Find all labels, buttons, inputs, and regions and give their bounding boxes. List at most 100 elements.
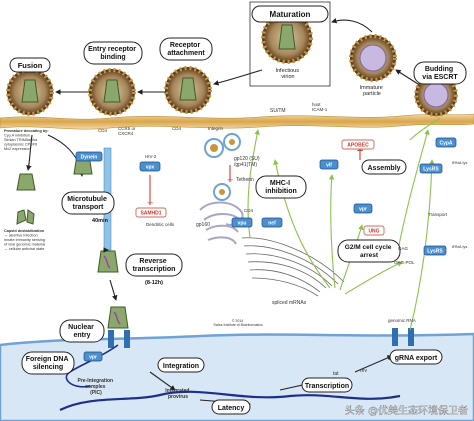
mhc-inhibition-label: MHC-I inhibition (255, 175, 307, 199)
green-arrow-vif (328, 174, 336, 289)
decoating-capsid (16, 173, 36, 191)
broken-capsid (16, 209, 35, 225)
trna-lys-label-top: tRNA lys (452, 160, 467, 165)
integrin-label: Integrin (208, 126, 224, 131)
tetherin-label: Tetherin (236, 177, 254, 183)
svg-text:MHC-I inhibition: MHC-I inhibition (265, 180, 297, 195)
chromatin (59, 390, 401, 411)
svg-text:Fusion: Fusion (18, 61, 43, 70)
latency-label: Latency (211, 399, 251, 415)
virion-immature (349, 34, 397, 82)
svg-text:Assembly: Assembly (367, 165, 400, 172)
hiv2-label: HIV-2 (145, 154, 157, 159)
entry-receptor-label: Entry receptor binding (83, 41, 143, 65)
cd4-label-b: CD4 (172, 126, 181, 131)
vpr-nuclear-badge: vpr (83, 351, 103, 362)
su-tm-label: SU/TM (270, 108, 286, 114)
maturation-label: Maturation (251, 5, 329, 23)
capsid-nuclear-entry (107, 306, 129, 329)
svg-text:Latency: Latency (218, 405, 245, 412)
svg-text:nef: nef (268, 221, 276, 227)
nef-badge: nef (261, 217, 283, 228)
transport-label: Transport (428, 212, 448, 217)
svg-text:vpr: vpr (89, 355, 97, 361)
svg-text:APOBEC: APOBEC (347, 143, 369, 149)
capsid-rt (97, 250, 119, 273)
svg-text:G2/M cell cycle arrest: G2/M cell cycle arrest (345, 244, 393, 259)
vesicle-b (223, 133, 241, 151)
svg-text:Budding via ESCRT: Budding via ESCRT (422, 66, 458, 81)
rev-label: rev (360, 368, 367, 374)
virion-receptor-attachment (164, 66, 212, 114)
svg-text:Foreign DNA silencing: Foreign DNA silencing (26, 356, 70, 371)
reverse-transcription-label: Reverse transcription (125, 253, 183, 277)
svg-text:LysRS: LysRS (423, 167, 439, 173)
arrow-budding-to-immature (395, 69, 419, 85)
ccr5-label: CCR5 or CXCR4 (118, 126, 137, 136)
arrow-to-nuclear-entry (109, 279, 118, 301)
watermark-text: 头条 @优美生态环境保卫者 (345, 404, 468, 417)
maturation-frame (249, 1, 331, 87)
premature-decoating-text: Premature decoating by: Cyp A inhibition… (4, 129, 50, 151)
host-icam-label: host ICAM-1 (312, 102, 328, 112)
green-arrow-assembly (397, 129, 430, 251)
arrow-to-export (354, 355, 393, 373)
arrow-to-decoating (26, 134, 33, 171)
lysrs-badge-b: LysRS (423, 245, 447, 256)
pic-label: Pre-Integration complex (PIC) (78, 378, 115, 396)
svg-text:UNG: UNG (368, 229, 379, 235)
dynein-badge: Dynein (75, 151, 103, 162)
nuclear-entry-label: Nuclear entry (59, 319, 105, 343)
svg-text:CypA: CypA (439, 141, 452, 147)
infectious-virion-label: Infectious virion (275, 68, 300, 80)
svg-text:vif: vif (326, 163, 332, 169)
nuclear-pore-right (392, 328, 414, 346)
trna-lys-label: tRNA lys (452, 244, 467, 249)
svg-text:Receptor attachment: Receptor attachment (167, 42, 205, 57)
svg-text:SAMHD1: SAMHD1 (140, 211, 161, 217)
vpu-badge: vpu (231, 217, 253, 228)
vif-badge: vif (319, 159, 339, 170)
reverse-time: (8-12h) (145, 280, 163, 286)
cypa-badge: CypA (435, 137, 457, 148)
gp160-label: gp160 (196, 222, 210, 228)
gagpol-label: GAG-POL (394, 260, 415, 265)
svg-text:Microtubule transport: Microtubule transport (67, 196, 109, 211)
transcription-label: Transcription (301, 377, 353, 393)
green-arrow-cypa (409, 117, 441, 141)
tat-label: tat (333, 371, 339, 377)
immature-particle-label: Immature particle (360, 85, 385, 97)
copyright-label: © 2014 Swiss Institute of Bioinformatics (213, 319, 262, 327)
fusion-label: Fusion (9, 57, 51, 73)
arrow-integration (149, 371, 176, 391)
green-arrow-gag (344, 261, 403, 295)
vpx-badge: vpx (139, 161, 161, 172)
svg-text:vpu: vpu (238, 221, 247, 227)
cd4-label-a: CD4 (98, 128, 107, 133)
vesicle-c (213, 183, 231, 201)
capsid-destabilization-text: Capsid destabilization → abortive infect… (4, 229, 46, 251)
arrow-to-attachment (213, 69, 263, 86)
provirus-label: Integrated provirus (165, 388, 191, 400)
svg-text:vpr: vpr (359, 207, 367, 213)
green-arrow-genomic (409, 159, 435, 331)
svg-text:Integration: Integration (163, 363, 199, 370)
genomic-rna-label: genomic RNA (388, 318, 416, 323)
g2m-arrest-label: G2/M cell cycle arrest (337, 239, 401, 263)
svg-text:Maturation: Maturation (270, 10, 311, 19)
cd4-label-c: CD4 (244, 208, 253, 213)
microtubule-transport-label: Microtubule transport (61, 191, 115, 215)
lysrs-badge-a: LysRS (419, 163, 443, 174)
svg-text:Dynein: Dynein (81, 155, 98, 161)
spliced-mrnas (241, 237, 345, 297)
ung-badge: UNG (363, 225, 385, 236)
assembly-label: Assembly (361, 159, 407, 175)
svg-text:vpx: vpx (146, 165, 155, 171)
gp120-label: gp120 (SU) /gp41(TM) (234, 156, 261, 168)
svg-text:Entry receptor binding: Entry receptor binding (88, 46, 138, 61)
foreign-dna-label: Foreign DNA silencing (21, 351, 75, 375)
svg-text:Reverse transcription: Reverse transcription (133, 258, 176, 273)
receptor-attachment-label: Receptor attachment (159, 37, 213, 61)
gag-label: GAG (398, 246, 409, 251)
